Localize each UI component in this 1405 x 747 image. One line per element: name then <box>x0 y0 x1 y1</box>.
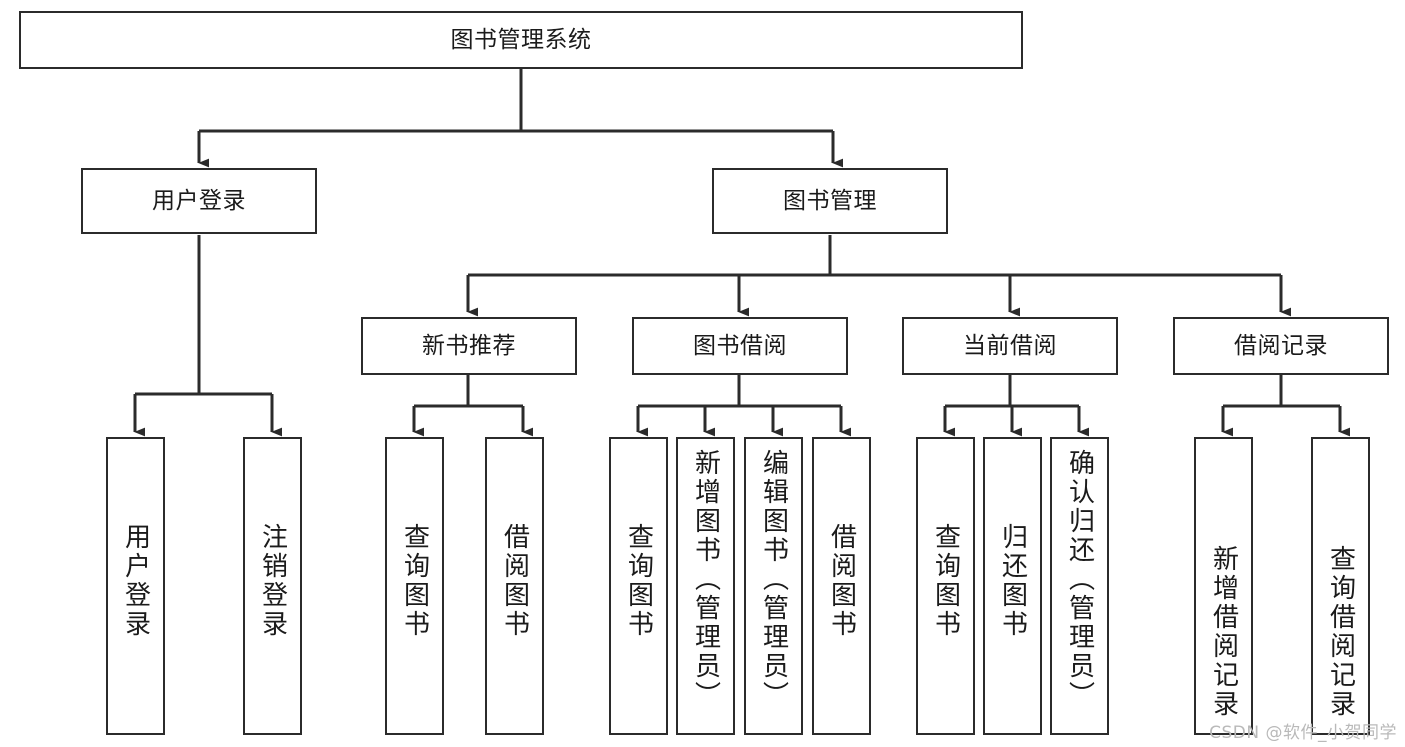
node-new-book-recommend[interactable]: 新书推荐 <box>361 317 577 375</box>
node-label: 图书借阅 <box>693 332 787 359</box>
node-label: 编辑图书（管理员） <box>758 449 789 710</box>
node-book-management[interactable]: 图书管理 <box>712 168 948 234</box>
leaf-user-login-logout[interactable]: 注销登录 <box>243 437 302 735</box>
node-label: 归还图书 <box>997 523 1028 639</box>
leaf-current-borrow-return[interactable]: 归还图书 <box>983 437 1042 735</box>
node-current-borrow[interactable]: 当前借阅 <box>902 317 1118 375</box>
leaf-book-borrow-query[interactable]: 查询图书 <box>609 437 668 735</box>
node-root-system[interactable]: 图书管理系统 <box>19 11 1023 69</box>
node-label: 用户登录 <box>152 187 246 214</box>
leaf-book-borrow-add[interactable]: 新增图书（管理员） <box>676 437 735 735</box>
node-borrow-records[interactable]: 借阅记录 <box>1173 317 1389 375</box>
node-label: 当前借阅 <box>963 332 1057 359</box>
node-label: 查询图书 <box>399 523 430 639</box>
node-label: 新增图书（管理员） <box>690 449 721 710</box>
node-label: 查询图书 <box>623 523 654 639</box>
leaf-book-borrow-edit[interactable]: 编辑图书（管理员） <box>744 437 803 735</box>
leaf-new-book-query[interactable]: 查询图书 <box>385 437 444 735</box>
node-label: 注销登录 <box>257 523 288 639</box>
leaf-borrow-record-add[interactable]: 新增借阅记录 <box>1194 437 1253 735</box>
node-label: 用户登录 <box>120 523 151 639</box>
leaf-current-borrow-query[interactable]: 查询图书 <box>916 437 975 735</box>
node-label: 借阅图书 <box>826 523 857 639</box>
leaf-new-book-borrow[interactable]: 借阅图书 <box>485 437 544 735</box>
node-label: 查询借阅记录 <box>1325 545 1356 719</box>
node-user-login[interactable]: 用户登录 <box>81 168 317 234</box>
node-label: 图书管理系统 <box>450 26 592 53</box>
node-label: 借阅图书 <box>499 523 530 639</box>
leaf-borrow-record-query[interactable]: 查询借阅记录 <box>1311 437 1370 735</box>
watermark-text: CSDN @软件_小贺同学 <box>1209 723 1397 743</box>
node-label: 查询图书 <box>930 523 961 639</box>
node-book-borrow[interactable]: 图书借阅 <box>632 317 848 375</box>
node-label: 新增借阅记录 <box>1208 545 1239 719</box>
leaf-user-login-login[interactable]: 用户登录 <box>106 437 165 735</box>
leaf-book-borrow-borrow[interactable]: 借阅图书 <box>812 437 871 735</box>
node-label: 图书管理 <box>783 187 877 214</box>
node-label: 确认归还（管理员） <box>1064 449 1095 710</box>
node-label: 借阅记录 <box>1234 332 1328 359</box>
leaf-current-borrow-confirm-return[interactable]: 确认归还（管理员） <box>1050 437 1109 735</box>
node-label: 新书推荐 <box>422 332 516 359</box>
